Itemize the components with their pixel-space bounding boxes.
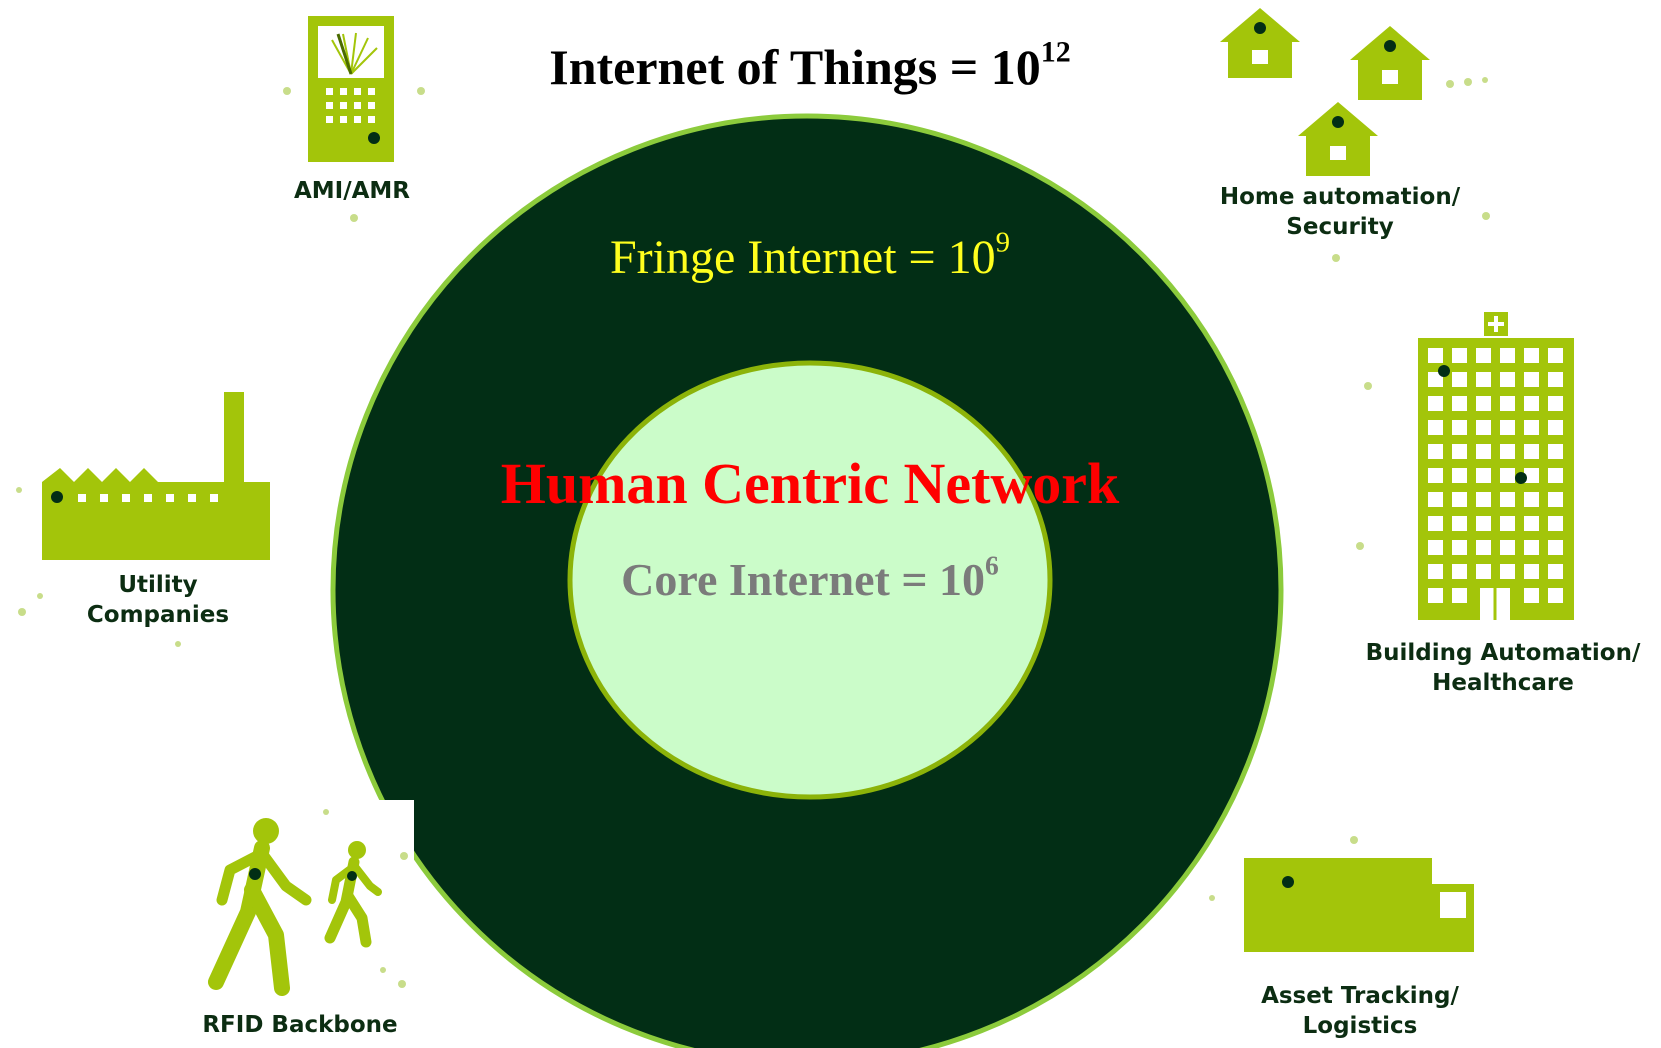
- building-window: [1476, 492, 1491, 507]
- building-window: [1452, 348, 1467, 363]
- building-window: [1548, 540, 1563, 555]
- building-window: [1476, 540, 1491, 555]
- ami-amr-label: AMI/AMR: [262, 176, 442, 206]
- asset-tracking-line2: Logistics: [1302, 1013, 1418, 1039]
- building-window: [1500, 540, 1515, 555]
- building-window: [1548, 564, 1563, 579]
- utility-companies-line1: Utility: [118, 572, 198, 598]
- home-automation-line1: Home automation/: [1219, 184, 1461, 210]
- building-window: [1524, 564, 1539, 579]
- building-window: [1524, 588, 1539, 603]
- core-internet-circle: [567, 360, 1053, 800]
- building-window: [1500, 348, 1515, 363]
- building-window: [1476, 372, 1491, 387]
- building-window: [1428, 564, 1443, 579]
- core-internet-label: Core Internet = 106: [621, 549, 999, 605]
- factory-icon: [16, 392, 270, 647]
- building-window: [1524, 492, 1539, 507]
- meter-icon: [283, 16, 425, 222]
- building-window: [1428, 492, 1443, 507]
- fringe-exponent: 9: [995, 226, 1011, 259]
- building-window: [1500, 468, 1515, 483]
- utility-companies-label: Utility Companies: [58, 570, 258, 630]
- building-automation-line1: Building Automation/: [1365, 640, 1641, 666]
- building-window: [1500, 372, 1515, 387]
- building-window: [1548, 372, 1563, 387]
- building-window: [1548, 492, 1563, 507]
- ami-amr-label-text: AMI/AMR: [293, 178, 411, 204]
- building-window: [1428, 540, 1443, 555]
- rfid-backbone-label: RFID Backbone: [180, 1010, 420, 1040]
- building-window: [1428, 420, 1443, 435]
- building-automation-line2: Healthcare: [1432, 670, 1574, 696]
- building-window: [1524, 348, 1539, 363]
- building-window: [1476, 420, 1491, 435]
- building-window: [1548, 396, 1563, 411]
- building-window: [1524, 420, 1539, 435]
- building-window: [1428, 588, 1443, 603]
- building-window: [1452, 444, 1467, 459]
- building-window: [1428, 468, 1443, 483]
- building-window: [1500, 444, 1515, 459]
- building-window: [1476, 444, 1491, 459]
- building-window: [1500, 396, 1515, 411]
- hospital-building-icon: [1356, 312, 1574, 620]
- building-window: [1476, 468, 1491, 483]
- building-window: [1476, 564, 1491, 579]
- building-window: [1476, 348, 1491, 363]
- walking-people-icon: [208, 809, 408, 996]
- building-window: [1428, 516, 1443, 531]
- building-window: [1428, 372, 1443, 387]
- fringe-internet-label: Fringe Internet = 109: [609, 226, 1011, 284]
- building-window: [1500, 516, 1515, 531]
- building-window: [1452, 492, 1467, 507]
- building-window: [1452, 396, 1467, 411]
- building-window: [1476, 516, 1491, 531]
- building-window: [1452, 516, 1467, 531]
- building-window: [1452, 540, 1467, 555]
- building-window: [1524, 516, 1539, 531]
- truck-icon: [1209, 836, 1474, 952]
- building-window: [1548, 468, 1563, 483]
- asset-tracking-line1: Asset Tracking/: [1261, 983, 1459, 1009]
- building-window: [1500, 492, 1515, 507]
- building-window: [1548, 516, 1563, 531]
- building-window: [1452, 588, 1467, 603]
- human-centric-network-label: Human Centric Network: [500, 451, 1120, 516]
- core-exponent: 6: [985, 549, 999, 581]
- building-window: [1428, 396, 1443, 411]
- building-window: [1452, 564, 1467, 579]
- building-window: [1524, 372, 1539, 387]
- home-automation-label: Home automation/ Security: [1180, 182, 1500, 242]
- building-window: [1500, 564, 1515, 579]
- asset-tracking-label: Asset Tracking/ Logistics: [1220, 981, 1500, 1041]
- building-window: [1548, 348, 1563, 363]
- home-automation-line2: Security: [1286, 214, 1394, 240]
- building-window: [1428, 444, 1443, 459]
- building-window: [1524, 444, 1539, 459]
- rfid-backbone-label-text: RFID Backbone: [202, 1012, 398, 1038]
- building-window: [1548, 588, 1563, 603]
- building-window: [1476, 396, 1491, 411]
- diagram-title: Internet of Things = 1012: [549, 35, 1071, 95]
- building-automation-label: Building Automation/ Healthcare: [1345, 638, 1661, 698]
- building-window: [1524, 468, 1539, 483]
- building-window: [1548, 444, 1563, 459]
- utility-companies-line2: Companies: [86, 602, 230, 628]
- building-window: [1452, 468, 1467, 483]
- building-window: [1524, 396, 1539, 411]
- building-window: [1548, 420, 1563, 435]
- building-window: [1500, 420, 1515, 435]
- ring-notch: [330, 800, 414, 1048]
- title-exponent: 12: [1040, 35, 1071, 69]
- house-icon: [1220, 8, 1490, 262]
- building-window: [1524, 540, 1539, 555]
- building-window: [1452, 420, 1467, 435]
- building-window: [1452, 372, 1467, 387]
- building-window: [1428, 348, 1443, 363]
